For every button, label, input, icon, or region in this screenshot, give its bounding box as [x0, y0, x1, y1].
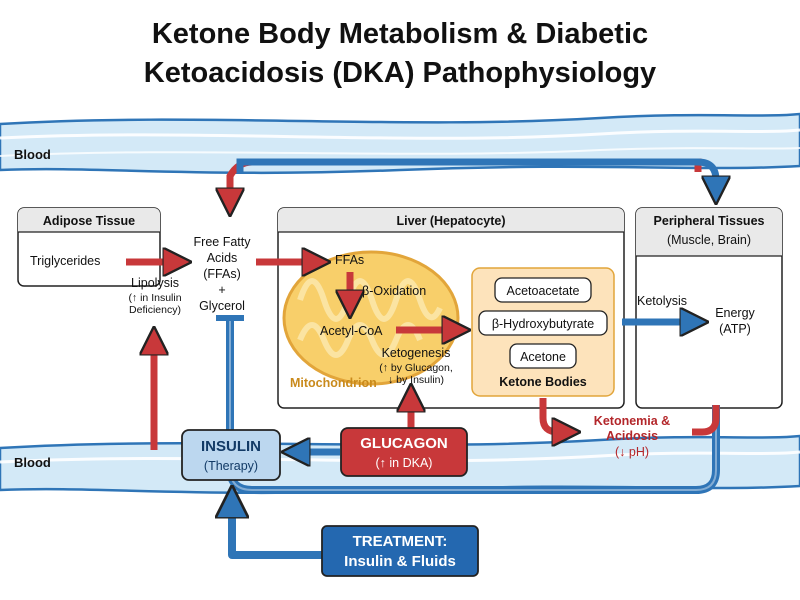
blood-label-bottom: Blood — [14, 455, 51, 470]
peripheral-header-line-2: (Muscle, Brain) — [667, 233, 751, 247]
ketonemia-line-2: Acidosis — [606, 429, 658, 443]
ketone-label-acetoacetate: Acetoacetate — [507, 284, 580, 298]
ketogenesis-note-1: (↑ by Glucagon, — [379, 362, 453, 374]
ffa-line-1: Free Fatty — [194, 235, 252, 249]
ketogenesis-label: Ketogenesis — [382, 346, 451, 360]
blood-label-top: Blood — [14, 147, 51, 162]
title-line-1: Ketone Body Metabolism & Diabetic — [152, 18, 648, 50]
glucagon-label: GLUCAGON — [360, 435, 448, 452]
mitochondrion-label: Mitochondrion — [290, 376, 377, 390]
ketone-label-hydroxybutyrate: β-Hydroxybutyrate — [492, 317, 594, 331]
lipolysis-note-1: (↑ in Insulin — [128, 292, 181, 304]
glycerol-label: Glycerol — [199, 299, 245, 313]
ketone-item-acetoacetate — [494, 277, 592, 303]
lipolysis-note-2: Deficiency) — [129, 304, 181, 316]
peripheral-header-line-1: Peripheral Tissues — [654, 214, 765, 228]
treatment-line-2: Insulin & Fluids — [344, 553, 456, 570]
ketogenesis-note-2: ↓ by Insulin) — [388, 374, 444, 386]
liver-header: Liver (Hepatocyte) — [396, 214, 505, 228]
insulin-sub: (Therapy) — [204, 459, 258, 473]
ketone-item-acetone — [509, 343, 577, 369]
mitochondrion-shape — [282, 250, 460, 386]
triglycerides-label: Triglycerides — [30, 254, 100, 268]
ketone-label-acetone: Acetone — [520, 350, 566, 364]
arrow-to-peripheral — [236, 158, 716, 196]
ffas-label: FFAs — [335, 253, 364, 267]
treatment-box — [321, 525, 479, 577]
ketone-bodies-label: Ketone Bodies — [499, 375, 587, 389]
ffa-line-3: (FFAs) — [203, 267, 241, 281]
energy-line-1: Energy — [715, 306, 755, 320]
arrow-ketonemia-to-peripheral — [692, 405, 720, 436]
treatment-line-1: TREATMENT: — [353, 533, 448, 550]
ffa-plus: + — [218, 283, 225, 297]
adipose-header: Adipose Tissue — [43, 214, 135, 228]
acetyl-coa-label: Acetyl-CoA — [320, 324, 383, 338]
ffa-line-2: Acids — [207, 251, 238, 265]
ketone-item-hydroxybutyrate — [478, 310, 608, 336]
arrow-treatment-to-insulin — [232, 495, 322, 559]
ketonemia-line-1: Ketonemia & — [594, 414, 670, 428]
energy-line-2: (ATP) — [719, 322, 751, 336]
adipose-tissue-box — [17, 207, 161, 287]
glucagon-sub: (↑ in DKA) — [376, 456, 433, 470]
peripheral-tissues-box — [635, 207, 783, 409]
ketonemia-line-3: (↓ pH) — [615, 445, 649, 459]
title-line-2: Ketoacidosis (DKA) Pathophysiology — [144, 57, 656, 89]
lipolysis-label: Lipolysis — [131, 276, 179, 290]
beta-oxidation-label: β-Oxidation — [362, 284, 426, 298]
arrow-ketones-to-ketonemia — [539, 398, 572, 432]
ketolysis-label: Ketolysis — [637, 294, 687, 308]
insulin-label: INSULIN — [201, 438, 261, 455]
glucagon-box — [340, 427, 468, 477]
insulin-box — [181, 429, 281, 481]
